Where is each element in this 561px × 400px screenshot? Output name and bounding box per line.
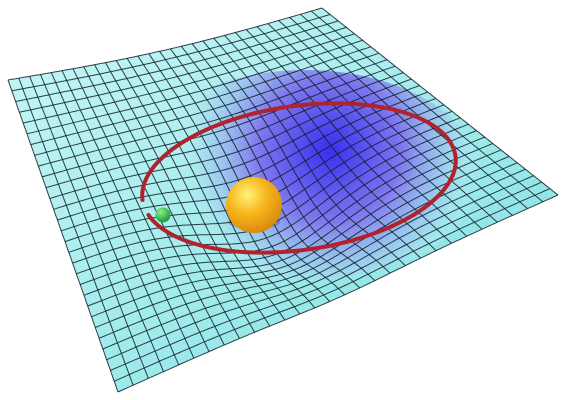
grid-line [106,175,534,361]
grid-line [76,123,469,275]
grid-line [137,55,301,315]
grid-line [94,64,240,339]
grid-line [38,59,388,167]
grid-line [126,58,286,321]
grid-line [289,17,513,216]
grid-line [245,29,452,244]
grid-line [110,181,542,371]
grid-line [115,60,271,327]
grid-line [98,162,518,339]
grid-line [45,72,404,189]
grid-line [114,188,551,382]
grid-line [7,79,119,393]
grid-line [95,155,510,328]
grid-line [7,7,323,81]
central-mass [226,177,282,233]
fabric-sheet [7,7,559,393]
grid-line [23,33,355,124]
grid-line [53,85,420,210]
grid-line [30,46,371,146]
grid-line [102,168,526,350]
orbiting-planet [155,207,171,223]
grid-line [321,7,559,196]
grid-line [42,65,396,178]
grid-line [202,40,391,274]
grid-line [19,26,347,113]
grid-line [267,23,483,230]
grid-line [91,149,502,318]
grid-line [57,91,428,221]
grid-line [117,194,559,393]
grid-line [87,143,493,307]
grid-line [299,13,528,209]
grid-line [278,20,498,223]
grid-line [235,32,437,252]
grid-line [40,74,164,372]
grid-line [26,39,363,135]
grid-line [50,72,180,366]
grid-line [15,20,339,102]
grid-line [34,52,380,156]
grid-line [310,10,544,203]
grid-line [191,43,376,281]
sun-sphere [226,177,282,233]
orbit-path-back [140,101,458,202]
grid-line [105,62,256,333]
grid-line [29,76,149,379]
grid-line [18,78,134,386]
orbit-path-front [146,154,458,255]
grid-line [79,130,477,286]
grid-line [61,70,195,359]
grid-line [11,14,331,92]
grid-line [72,68,210,352]
